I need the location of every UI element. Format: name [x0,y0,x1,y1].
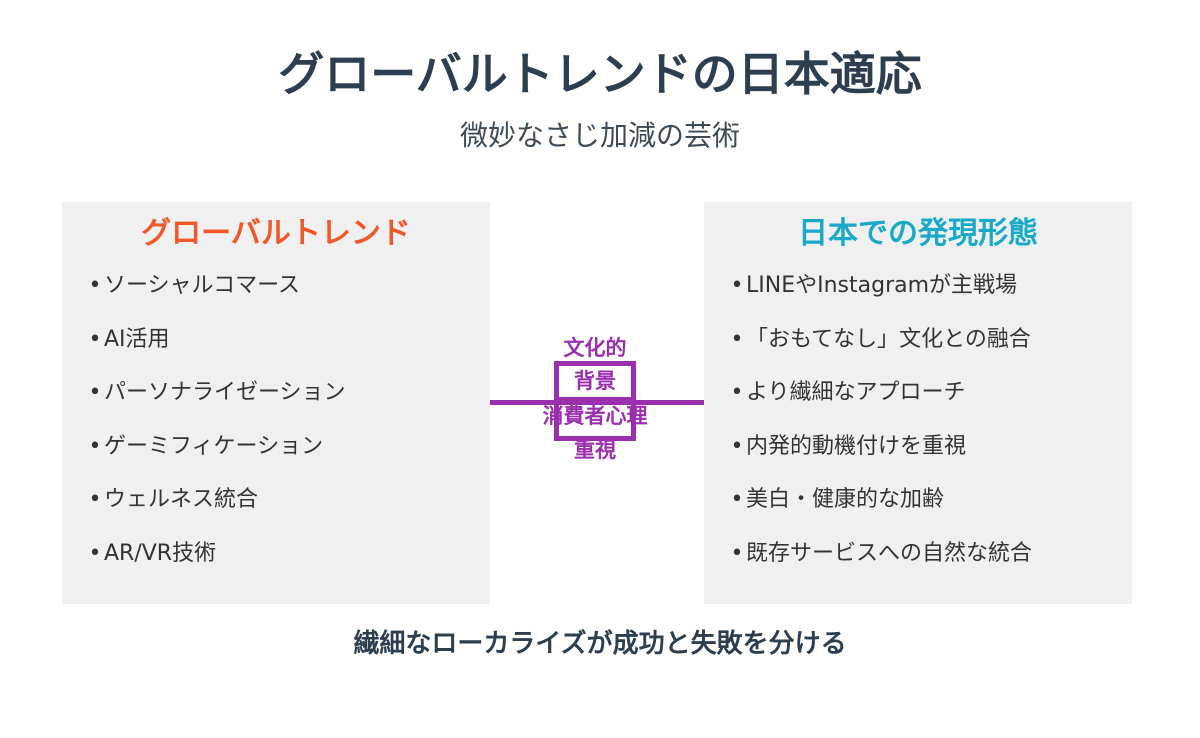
bullet-icon: • [730,326,744,352]
center-label-emphasis: 重視 [574,438,616,462]
list-item: •「おもてなし」文化との融合 [728,320,1122,374]
list-item: •AR/VR技術 [86,534,480,588]
center-divider [554,361,636,441]
center-divider-line [554,397,636,402]
list-item-label: LINEやInstagramが主戦場 [746,273,1018,298]
bullet-icon: • [88,380,102,406]
list-item-label: AR/VR技術 [104,540,217,566]
footer-message: 繊細なローカライズが成功と失敗を分ける [353,629,847,659]
bullet-icon: • [88,273,102,298]
list-item-label: 美白・健康的な加齢 [746,487,945,513]
list-item: •パーソナライゼーション [86,373,480,427]
center-label-consumer-psychology: 消費者心理 [542,404,648,428]
list-item: •内発的動機付けを重視 [728,427,1122,481]
list-item-label: AI活用 [104,326,170,352]
bullet-icon: • [730,487,744,513]
list-item: •既存サービスへの自然な統合 [728,534,1122,588]
bullet-icon: • [730,540,744,566]
bullet-icon: • [88,433,102,459]
list-item: •ゲーミフィケーション [86,427,480,481]
center-label-background: 背景 [574,369,616,393]
list-item: •LINEやInstagramが主戦場 [728,266,1122,320]
list-item: •美白・健康的な加齢 [728,480,1122,534]
japan-manifestation-title: 日本での発現形態 [798,216,1038,251]
list-item-label: 内発的動機付けを重視 [746,433,967,459]
bullet-icon: • [730,433,744,459]
list-item: •ウェルネス統合 [86,480,480,534]
page-title: グローバルトレンドの日本適応 [278,47,922,101]
bullet-icon: • [88,487,102,513]
list-item: •ソーシャルコマース [86,266,480,320]
list-item-label: ソーシャルコマース [104,273,301,298]
bullet-icon: • [730,273,744,298]
center-label-culture: 文化的 [563,336,627,360]
list-item-label: より繊細なアプローチ [746,380,966,406]
japan-manifestation-panel: 日本での発現形態 •LINEやInstagramが主戦場 •「おもてなし」文化と… [704,202,1132,604]
connector-line [490,400,704,405]
page-subtitle: 微妙なさじ加減の芸術 [459,119,740,152]
list-item-label: ウェルネス統合 [104,487,259,513]
bullet-icon: • [730,380,744,406]
list-item-label: ゲーミフィケーション [104,433,324,459]
japan-manifestation-list: •LINEやInstagramが主戦場 •「おもてなし」文化との融合 •より繊細… [728,266,1122,588]
bullet-icon: • [88,326,102,352]
list-item: •AI活用 [86,320,480,374]
global-trend-list: •ソーシャルコマース •AI活用 •パーソナライゼーション •ゲーミフィケーショ… [86,266,480,588]
list-item-label: 既存サービスへの自然な統合 [746,540,1033,566]
global-trend-panel: グローバルトレンド •ソーシャルコマース •AI活用 •パーソナライゼーション … [62,202,490,604]
list-item: •より繊細なアプローチ [728,373,1122,427]
list-item-label: 「おもてなし」文化との融合 [746,326,1031,352]
list-item-label: パーソナライゼーション [104,380,346,406]
global-trend-title: グローバルトレンド [141,216,411,251]
bullet-icon: • [88,540,102,566]
